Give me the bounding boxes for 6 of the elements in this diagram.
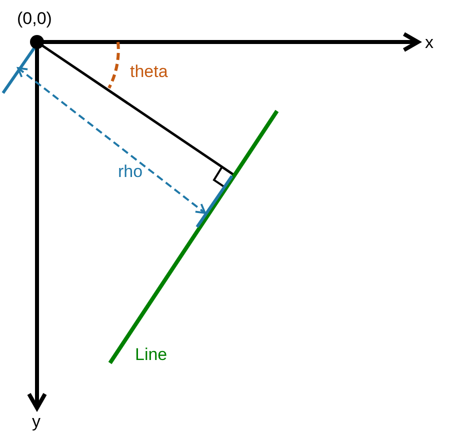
axis-label: y	[32, 412, 40, 432]
line-label: Line	[135, 345, 168, 365]
angle-label: theta	[130, 62, 168, 82]
axis-label: x	[425, 33, 434, 53]
distance-label: rho	[118, 162, 143, 182]
origin-label: (0,0)	[17, 9, 52, 29]
